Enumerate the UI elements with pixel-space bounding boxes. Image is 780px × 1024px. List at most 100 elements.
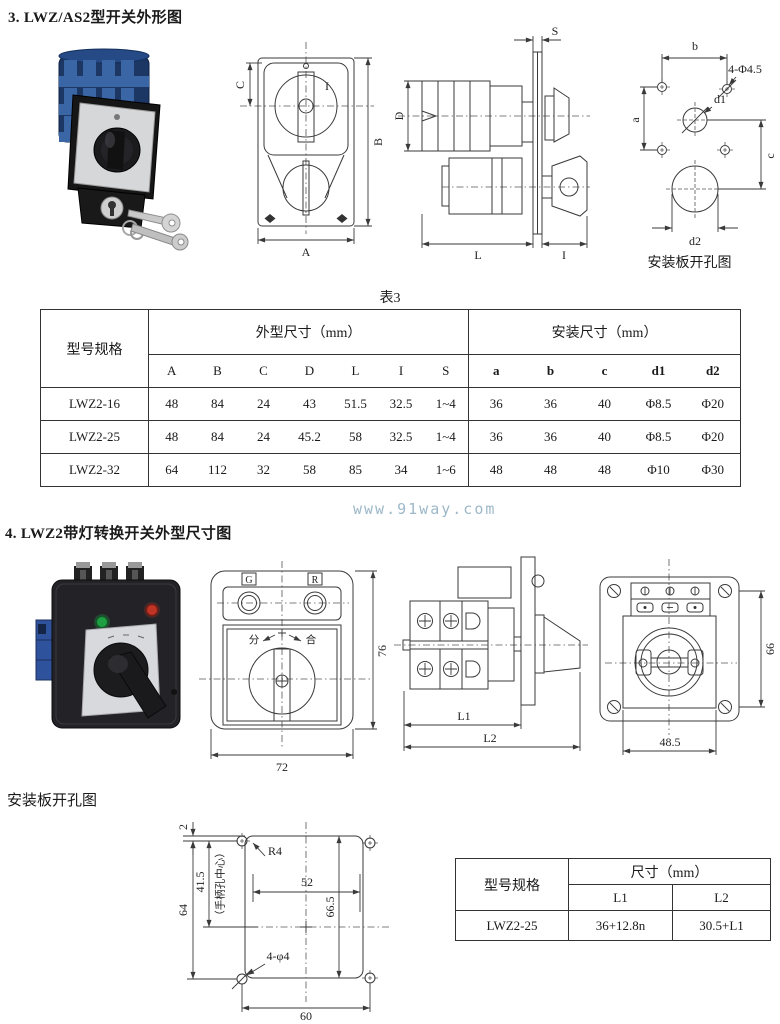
value-cell: Φ30 bbox=[685, 453, 741, 487]
value-cell: Φ20 bbox=[685, 420, 741, 454]
pos-open-label: 分 bbox=[249, 634, 260, 646]
dim-label-d2: d2 bbox=[689, 234, 701, 248]
value-cell: 112 bbox=[194, 453, 241, 487]
model-cell: LWZ2-25 bbox=[455, 910, 569, 941]
col-header: I bbox=[378, 354, 424, 388]
dim-label-b: B bbox=[371, 138, 385, 146]
col-header: A bbox=[148, 354, 195, 388]
value-cell: 48 bbox=[523, 453, 578, 487]
dimension-table: 型号规格 外型尺寸（mm） 安装尺寸（mm） A B C D L I S a b… bbox=[40, 309, 742, 487]
col-header: d1 bbox=[631, 354, 686, 388]
value-cell: 34 bbox=[378, 453, 424, 487]
dim-label-76: 76 bbox=[375, 645, 387, 657]
dim-label-a2: a bbox=[628, 117, 642, 123]
value-cell: 43 bbox=[286, 387, 333, 421]
value-cell: 58 bbox=[286, 453, 333, 487]
col-header: C bbox=[240, 354, 287, 388]
lamp-back-view-drawing: 66 48.5 bbox=[599, 559, 777, 755]
value-cell: 1~6 bbox=[423, 453, 469, 487]
value-cell: Φ8.5 bbox=[631, 387, 686, 421]
value-cell: 32.5 bbox=[378, 420, 424, 454]
col-header: L bbox=[332, 354, 379, 388]
value-cell: 84 bbox=[194, 420, 241, 454]
pos-close-label: 合 bbox=[306, 633, 317, 646]
lamp-g-label: G bbox=[245, 575, 252, 586]
model-cell: LWZ2-32 bbox=[40, 453, 149, 487]
value-cell: 36+12.8n bbox=[568, 910, 673, 941]
dim-label-l2: L2 bbox=[483, 731, 496, 745]
value-cell: 84 bbox=[194, 387, 241, 421]
value-cell: 48 bbox=[148, 420, 195, 454]
dim-label-l1: L1 bbox=[457, 709, 470, 723]
value-cell: 36 bbox=[523, 420, 578, 454]
value-cell: 30.5+L1 bbox=[672, 910, 771, 941]
value-cell: 40 bbox=[577, 420, 632, 454]
value-cell: 24 bbox=[240, 387, 287, 421]
value-cell: 1~4 bbox=[423, 387, 469, 421]
dim-label-48-5: 48.5 bbox=[660, 735, 681, 749]
table-row: LWZ2-16 48 84 24 43 51.5 32.5 1~4 36 36 … bbox=[40, 387, 741, 421]
value-cell: 40 bbox=[577, 387, 632, 421]
dim-label-66-5: 66.5 bbox=[323, 897, 337, 918]
dim-label-c2: c bbox=[763, 153, 777, 158]
table-header-row: 型号规格 尺寸（mm） bbox=[455, 858, 771, 911]
key-switch-photo bbox=[58, 48, 189, 251]
model-header-cell: 型号规格 bbox=[455, 858, 569, 911]
dim-label-s: S bbox=[552, 24, 559, 38]
value-cell: Φ8.5 bbox=[631, 420, 686, 454]
outline-front-view-drawing: C B A I bbox=[233, 42, 385, 258]
lamp-side-view-drawing: L1 L2 bbox=[394, 556, 588, 751]
section3-title: 3. LWZ/AS2型开关外形图 bbox=[8, 10, 183, 26]
model-cell: LWZ2-16 bbox=[40, 387, 149, 421]
table-header-row: 型号规格 外型尺寸（mm） 安装尺寸（mm） bbox=[40, 309, 741, 388]
dim-label-d: D bbox=[392, 111, 406, 120]
value-cell: Φ10 bbox=[631, 453, 686, 487]
holes-note-2: 4-φ4 bbox=[267, 949, 290, 963]
value-cell: 48 bbox=[148, 387, 195, 421]
dim-label-64: 64 bbox=[176, 904, 190, 916]
value-cell: 51.5 bbox=[332, 387, 379, 421]
size-group-header: 尺寸（mm） bbox=[568, 858, 771, 885]
dim-label-41-5: 41.5 bbox=[193, 872, 207, 893]
dim-label-66: 66 bbox=[763, 643, 777, 655]
cutout-drawing: 2 64 41.5 （手柄孔中心） R4 52 66.5 4-φ4 60 bbox=[176, 822, 391, 1022]
col-header: c bbox=[577, 354, 632, 388]
value-cell: 36 bbox=[468, 387, 524, 421]
value-cell: 1~4 bbox=[423, 420, 469, 454]
value-cell: 58 bbox=[332, 420, 379, 454]
outline-side-view-drawing: S D L I bbox=[392, 24, 590, 261]
dim-label-b2: b bbox=[692, 39, 698, 53]
col-header: D bbox=[286, 354, 333, 388]
dim-label-i: I bbox=[325, 79, 329, 93]
value-cell: 45.2 bbox=[286, 420, 333, 454]
table-row: LWZ2-25 48 84 24 45.2 58 32.5 1~4 36 36 … bbox=[40, 420, 741, 454]
outline-group-header: 外型尺寸（mm） bbox=[148, 309, 469, 355]
value-cell: 48 bbox=[577, 453, 632, 487]
col-header: d2 bbox=[685, 354, 741, 388]
r4-label: R4 bbox=[268, 844, 282, 858]
col-header: L1 bbox=[568, 884, 673, 911]
value-cell: 36 bbox=[523, 387, 578, 421]
section4-title: 4. LWZ2带灯转换开关外型尺寸图 bbox=[5, 526, 232, 542]
lamp-r-label: R bbox=[312, 575, 319, 586]
model-cell: LWZ2-25 bbox=[40, 420, 149, 454]
dim-label-c: C bbox=[233, 81, 247, 89]
col-header: B bbox=[194, 354, 241, 388]
value-cell: 32.5 bbox=[378, 387, 424, 421]
value-cell: Φ20 bbox=[685, 387, 741, 421]
mount-caption-bottom: 安装板开孔图 bbox=[7, 793, 98, 809]
table-row: LWZ2-32 64 112 32 58 85 34 1~6 48 48 48 … bbox=[40, 453, 741, 487]
col-header: b bbox=[523, 354, 578, 388]
dim-label-60: 60 bbox=[300, 1009, 312, 1022]
value-cell: 64 bbox=[148, 453, 195, 487]
dim-label-2: 2 bbox=[176, 824, 190, 830]
value-cell: 36 bbox=[468, 420, 524, 454]
dim-label-a: A bbox=[302, 245, 311, 258]
dim-label-l: L bbox=[474, 248, 481, 261]
table3-caption: 表3 bbox=[379, 291, 401, 306]
col-header: S bbox=[423, 354, 469, 388]
mount-hole-pattern-drawing: b a c 4-Φ4.5 d1 d2 bbox=[628, 39, 777, 248]
col-header: a bbox=[468, 354, 524, 388]
value-cell: 32 bbox=[240, 453, 287, 487]
lamp-switch-photo bbox=[35, 562, 181, 729]
